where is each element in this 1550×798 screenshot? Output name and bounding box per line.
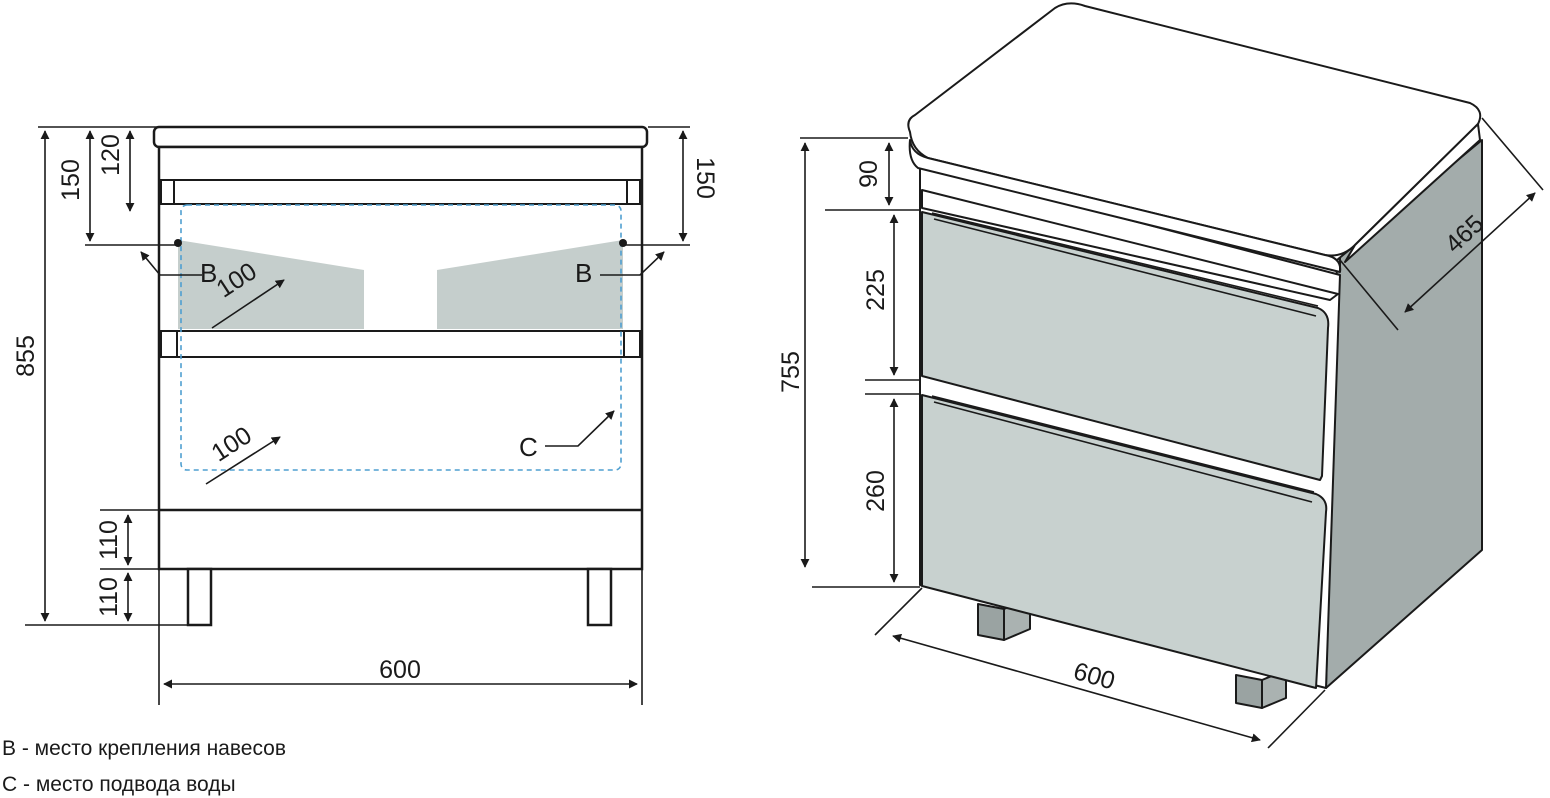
water-zone-outline (180, 204, 622, 471)
dim-150-left: 150 (57, 159, 85, 201)
front-view (152, 125, 649, 627)
label-c: C (519, 432, 538, 462)
iso-drawer-lower (921, 394, 1328, 689)
dim-855: 855 (12, 335, 40, 377)
front-middle-rail (160, 330, 641, 358)
iso-leg-left (977, 603, 1005, 641)
legend-c: C - место подвода воды (2, 773, 236, 796)
dim-260: 260 (862, 470, 890, 512)
label-b-left: B (200, 258, 217, 288)
dim-755: 755 (777, 351, 805, 393)
front-dimensions (25, 126, 690, 705)
siphon-cutout-right (437, 240, 623, 329)
dim-150-right: 150 (691, 157, 719, 199)
label-b-right: B (575, 258, 592, 288)
iso-dimensions (800, 117, 1544, 749)
dim-110-legs: 110 (95, 577, 123, 617)
iso-drawer-upper (921, 211, 1330, 481)
siphon-cutout-left (178, 240, 364, 329)
iso-leg-right (1235, 674, 1263, 709)
front-leg-right (586, 567, 613, 627)
dim-600-front: 600 (379, 656, 421, 684)
dim-600-iso: 600 (1070, 657, 1118, 695)
dim-110-plinth: 110 (95, 520, 123, 560)
front-countertop (152, 125, 649, 149)
dim-90: 90 (855, 160, 883, 188)
legend-b: B - место крепления навесов (2, 737, 287, 760)
iso-view (907, 2, 1483, 709)
front-upper-rail (160, 179, 641, 205)
front-leg-left (186, 567, 213, 627)
dim-120: 120 (97, 134, 125, 176)
dim-225: 225 (862, 269, 890, 311)
